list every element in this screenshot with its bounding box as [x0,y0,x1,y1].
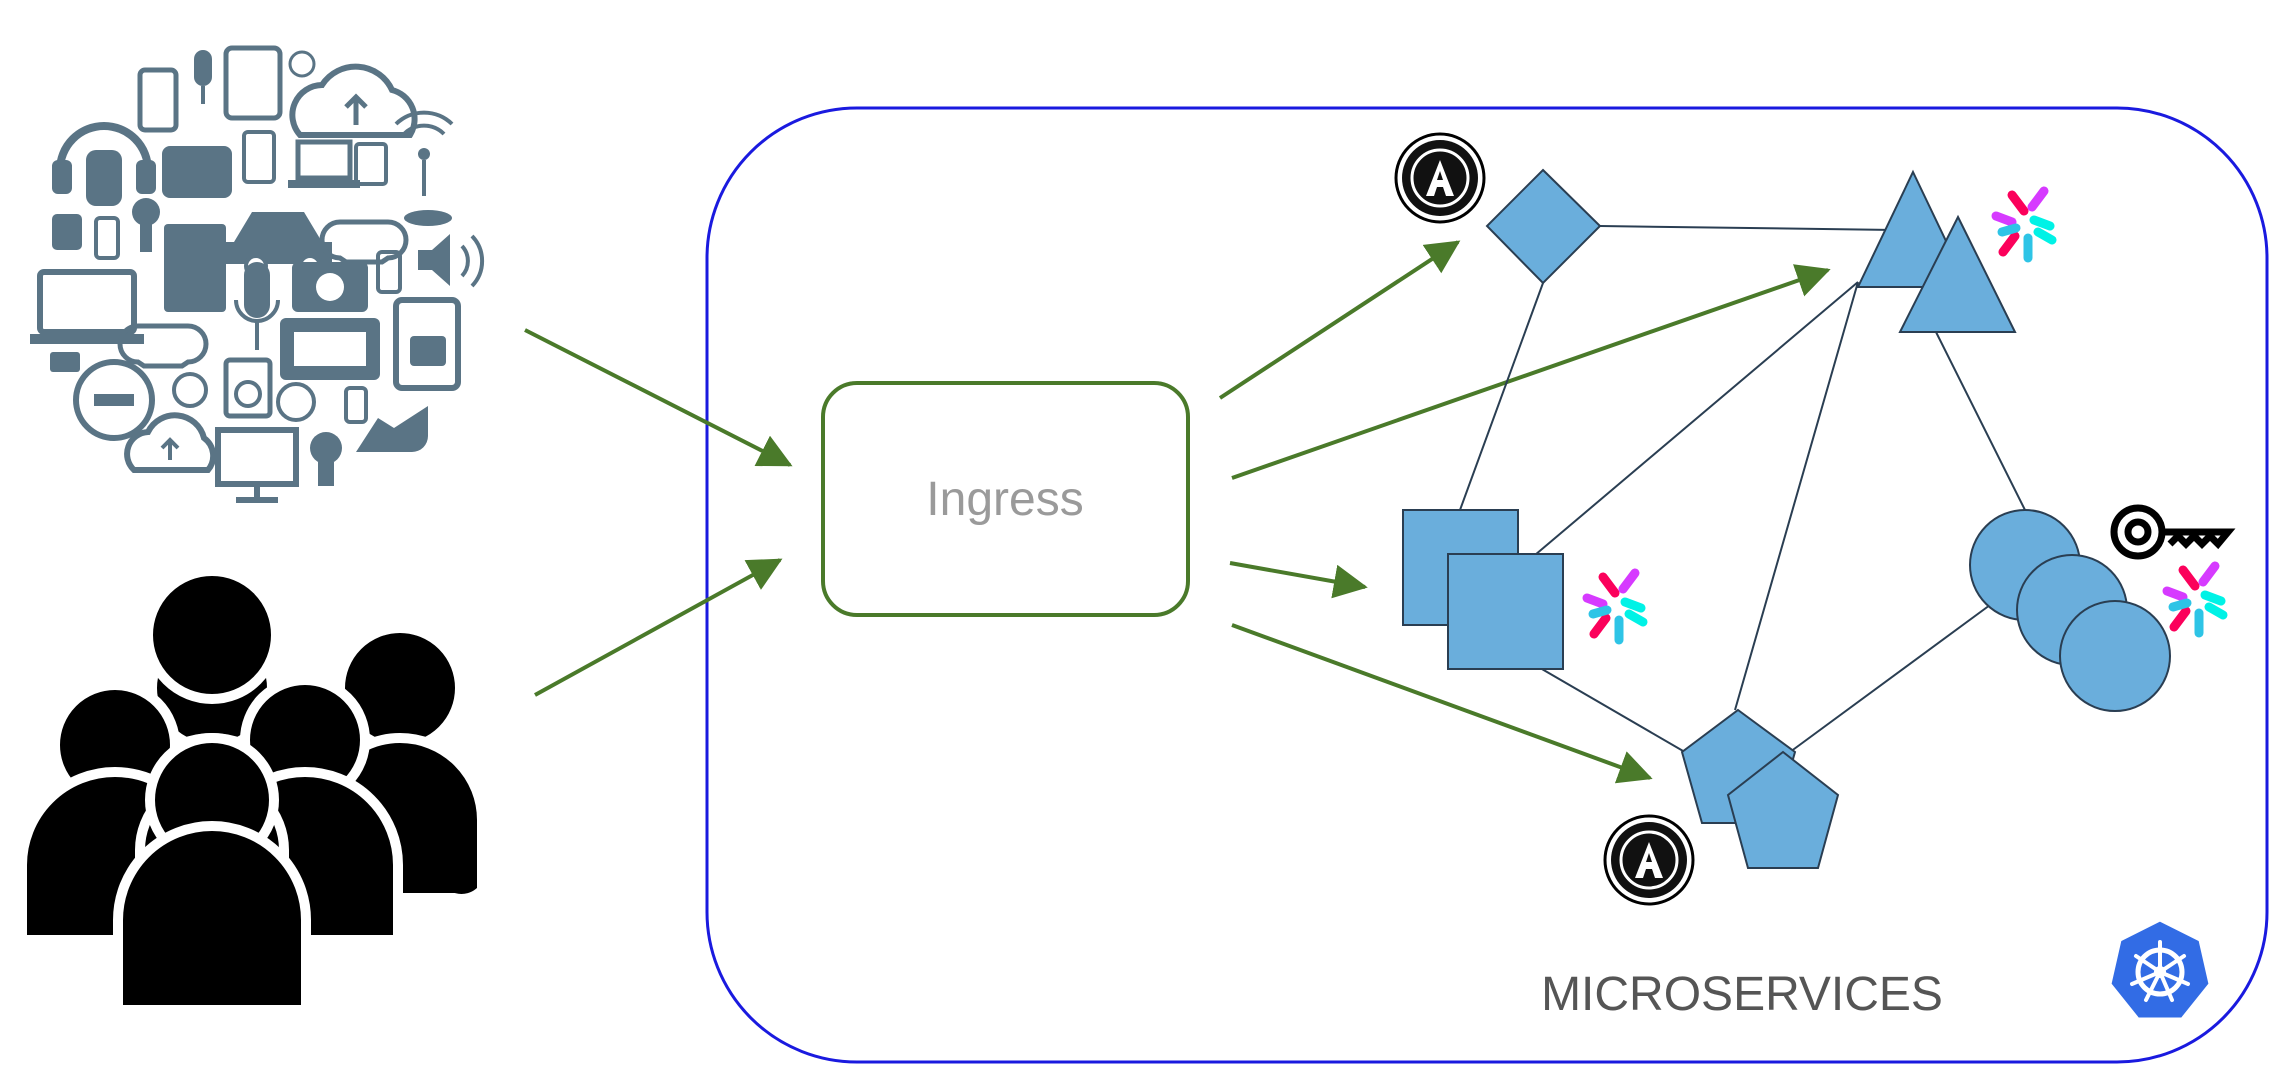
ingress-label: Ingress [926,473,1083,526]
oauth-badge-icon [1603,814,1695,906]
kubernetes-logo-icon [2108,918,2212,1021]
arrow-ingress-to-square [1229,561,1368,599]
service-connections [1459,225,2026,756]
key-icon [2110,504,2236,560]
arrow-devices-to-ingress [524,328,793,467]
service-circles [1969,509,2171,712]
jwt-logo-icon [2162,561,2228,638]
oauth-badge-icon [1394,132,1486,224]
jwt-logo-icon [1582,568,1648,645]
arrow-ingress-to-pentagon [1231,623,1653,784]
arrow-users-to-ingress [534,558,783,697]
jwt-logo-icon [1991,186,2057,263]
arrow-ingress-to-diamond [1218,240,1461,400]
service-pentagons [1680,708,1840,869]
users-group-icon [17,566,487,1015]
cluster-boundary [705,106,2269,1064]
cluster-label: MICROSERVICES [1541,968,1943,1021]
service-triangles [1856,169,2017,333]
ingress-box [821,381,1190,617]
service-diamond [1485,168,1602,285]
arrow-ingress-to-triangle [1231,264,1831,480]
service-squares [1402,509,1564,670]
iot-devices-icon-cloud [30,45,485,503]
